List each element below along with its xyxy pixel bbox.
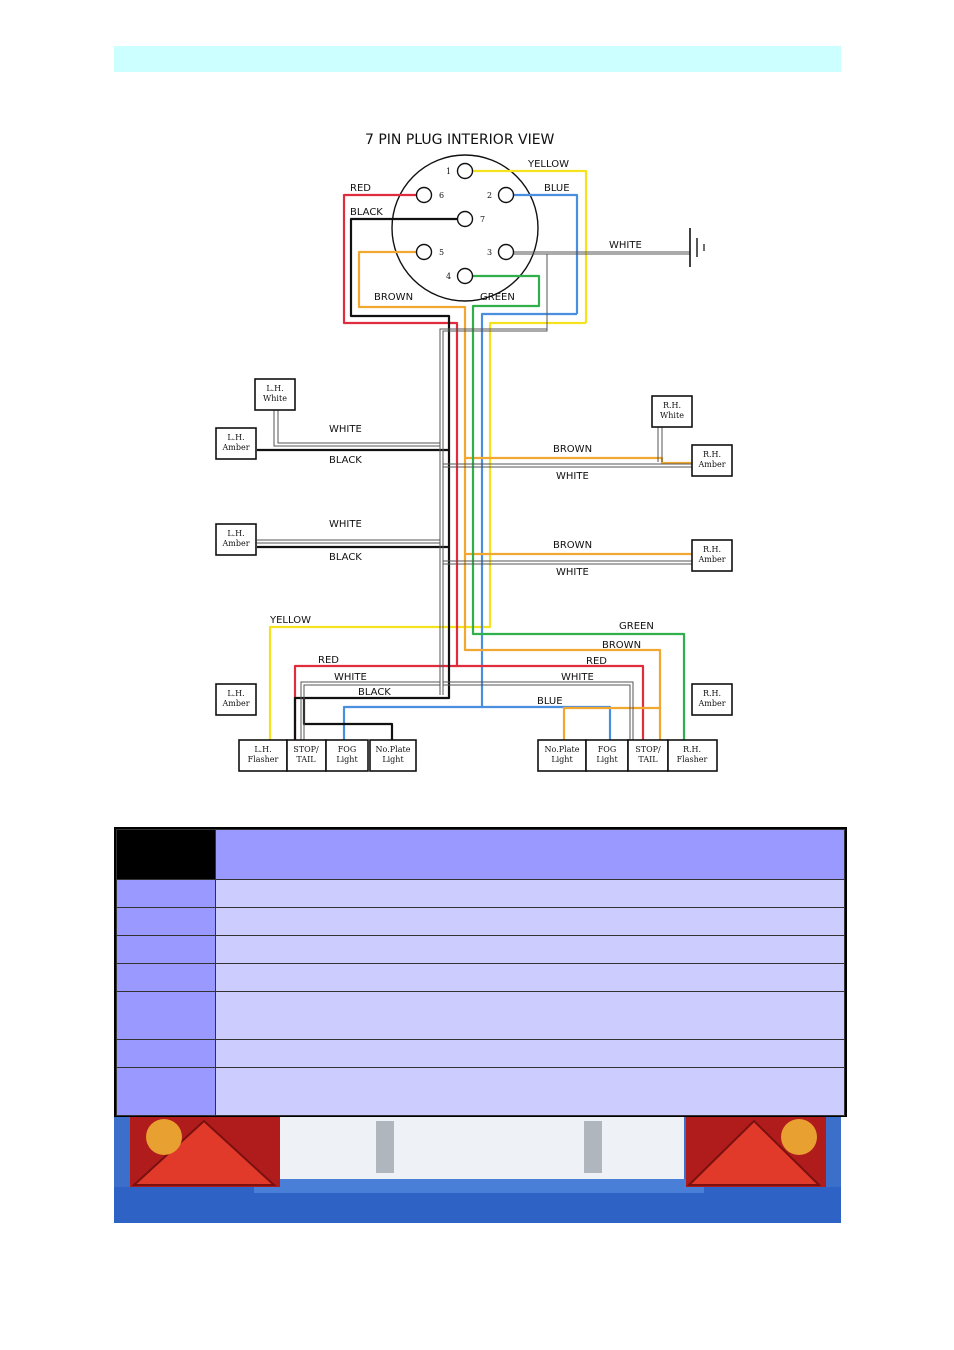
label-white-rh-top: WHITE [556, 471, 589, 482]
lamp-rh-amber-mid: R.H. Amber [691, 539, 733, 572]
svg-text:FOG: FOG [338, 745, 357, 754]
svg-text:TAIL: TAIL [296, 755, 316, 764]
header-bar [114, 46, 841, 72]
svg-text:Amber: Amber [221, 539, 249, 548]
label-white-right: WHITE [561, 672, 594, 683]
lamp-rh-fog: FOG Light [585, 739, 629, 772]
label-brown-rh-mid: BROWN [553, 540, 592, 551]
label-black-lh-top: BLACK [329, 455, 362, 466]
label-yellow-bottom: YELLOW [269, 615, 311, 626]
svg-text:TAIL: TAIL [638, 755, 658, 764]
plug-outline [391, 154, 539, 302]
svg-text:Amber: Amber [697, 699, 725, 708]
lamp-lh-amber-top: L.H. Amber [215, 427, 257, 460]
label-yellow: YELLOW [527, 159, 569, 170]
pin-2-number: 2 [487, 191, 492, 200]
svg-text:Amber: Amber [697, 460, 725, 469]
table-header-cell-2 [215, 829, 845, 880]
svg-text:White: White [660, 411, 684, 420]
svg-text:R.H.: R.H. [703, 450, 721, 459]
table-row [116, 907, 845, 936]
label-white-lh-top: WHITE [329, 424, 362, 435]
pin-6-number: 6 [439, 191, 444, 200]
lamp-rh-amber-top: R.H. Amber [691, 444, 733, 477]
svg-text:STOP/: STOP/ [293, 745, 319, 754]
svg-text:L.H.: L.H. [266, 384, 283, 393]
label-red-left: RED [318, 655, 339, 666]
svg-text:No.Plate: No.Plate [545, 745, 580, 754]
label-white-left: WHITE [334, 672, 367, 683]
svg-text:Light: Light [382, 755, 404, 764]
pin-table [114, 827, 847, 1117]
svg-text:White: White [263, 394, 287, 403]
table-row [116, 935, 845, 964]
label-white-rh-mid: WHITE [556, 567, 589, 578]
lamp-lh-stop-tail: STOP/ TAIL [286, 739, 327, 772]
lamp-rh-amber-bottom: R.H. Amber [691, 683, 733, 716]
svg-text:Light: Light [551, 755, 573, 764]
svg-text:R.H.: R.H. [663, 401, 681, 410]
table-row [116, 1067, 845, 1116]
pin-5-number: 5 [439, 248, 444, 257]
label-white: WHITE [609, 240, 642, 251]
table-row [116, 991, 845, 1040]
wiring-diagram: 7 PIN PLUG INTERIOR VIEW [200, 120, 760, 785]
svg-text:No.Plate: No.Plate [376, 745, 411, 754]
diagram-title: 7 PIN PLUG INTERIOR VIEW [365, 132, 555, 148]
svg-text:R.H.: R.H. [703, 689, 721, 698]
label-brown-rh-top: BROWN [553, 444, 592, 455]
plug-pins: 1 2 3 4 5 6 7 [415, 162, 515, 285]
lamp-rh-white: R.H. White [651, 395, 693, 428]
pin-7-number: 7 [480, 215, 485, 224]
lamp-lh-amber-bottom: L.H. Amber [215, 683, 257, 716]
svg-text:FOG: FOG [598, 745, 617, 754]
label-red-right: RED [586, 656, 607, 667]
lamp-rh-stop-tail: STOP/ TAIL [627, 739, 669, 772]
label-brown-bottom: BROWN [602, 640, 641, 651]
table-row [116, 1039, 845, 1068]
svg-text:Amber: Amber [697, 555, 725, 564]
table-header-cell-1 [116, 829, 216, 880]
svg-text:L.H.: L.H. [227, 689, 244, 698]
svg-text:Flasher: Flasher [248, 755, 279, 764]
label-brown: BROWN [374, 292, 413, 303]
svg-text:R.H.: R.H. [703, 545, 721, 554]
svg-text:L.H.: L.H. [254, 745, 271, 754]
svg-text:R.H.: R.H. [683, 745, 701, 754]
label-blue: BLUE [544, 183, 570, 194]
label-white-lh-mid: WHITE [329, 519, 362, 530]
lamp-lh-fog: FOG Light [325, 739, 369, 772]
earth-symbol [689, 228, 705, 267]
pin-4-number: 4 [446, 272, 451, 281]
lamp-lh-amber-mid: L.H. Amber [215, 523, 257, 556]
svg-text:Amber: Amber [221, 443, 249, 452]
label-red: RED [350, 183, 371, 194]
lamp-rh-no-plate: No.Plate Light [537, 739, 587, 772]
table-row [116, 963, 845, 992]
trailer-rear-photo [114, 1117, 841, 1223]
table-row [116, 879, 845, 908]
svg-text:Light: Light [596, 755, 618, 764]
lamp-rh-flasher: R.H. Flasher [667, 739, 718, 772]
pin-3-number: 3 [487, 248, 492, 257]
label-green: GREEN [480, 292, 515, 303]
pin-1-number: 1 [446, 167, 451, 176]
svg-text:Amber: Amber [221, 699, 249, 708]
svg-text:L.H.: L.H. [227, 529, 244, 538]
svg-text:Light: Light [336, 755, 358, 764]
white-wires [257, 251, 692, 740]
label-green-bottom: GREEN [619, 621, 654, 632]
lamp-lh-flasher: L.H. Flasher [238, 739, 288, 772]
lamp-lh-white: L.H. White [254, 378, 296, 411]
svg-text:L.H.: L.H. [227, 433, 244, 442]
label-black: BLACK [350, 207, 383, 218]
lamp-lh-no-plate: No.Plate Light [369, 739, 417, 772]
label-black-lh-mid: BLACK [329, 552, 362, 563]
label-blue-bottom: BLUE [537, 696, 563, 707]
svg-text:STOP/: STOP/ [635, 745, 661, 754]
label-black-bottom: BLACK [358, 687, 391, 698]
svg-text:Flasher: Flasher [677, 755, 708, 764]
